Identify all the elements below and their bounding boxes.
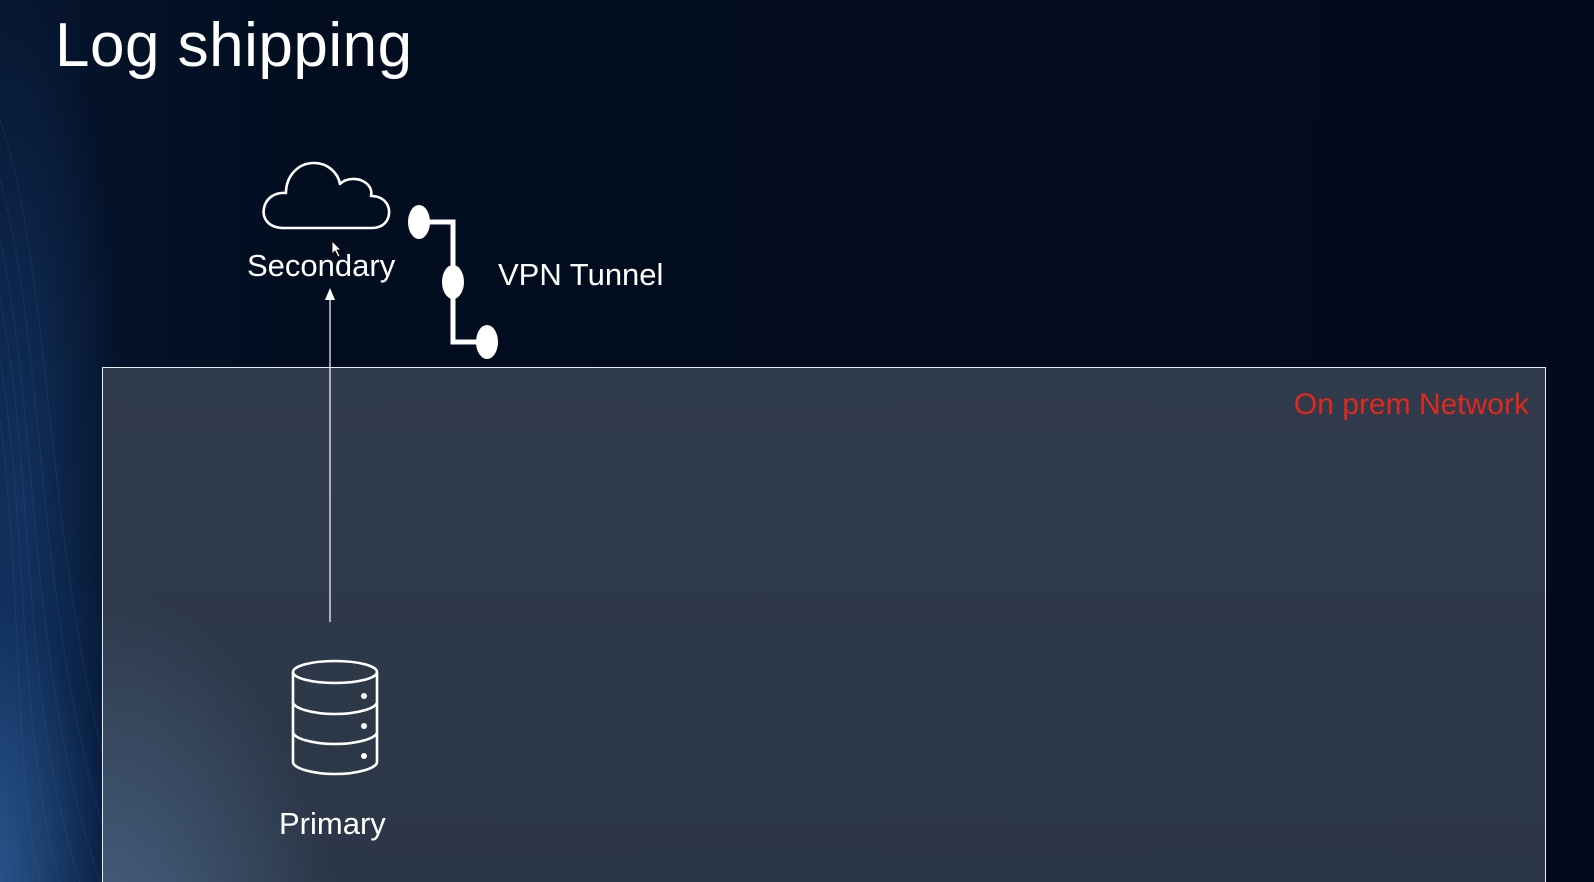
cloud-icon xyxy=(262,161,391,230)
mouse-cursor-icon xyxy=(331,240,342,258)
on-prem-network-box: On prem Network xyxy=(102,367,1546,882)
vpn-tunnel-icon xyxy=(408,205,498,359)
secondary-label: Secondary xyxy=(247,248,396,283)
primary-label: Primary xyxy=(279,806,386,841)
log-shipping-arrow xyxy=(325,288,335,622)
vpn-tunnel-label: VPN Tunnel xyxy=(498,257,664,292)
slide-title: Log shipping xyxy=(55,11,413,80)
database-icon xyxy=(291,659,379,776)
on-prem-network-label: On prem Network xyxy=(1293,388,1529,421)
